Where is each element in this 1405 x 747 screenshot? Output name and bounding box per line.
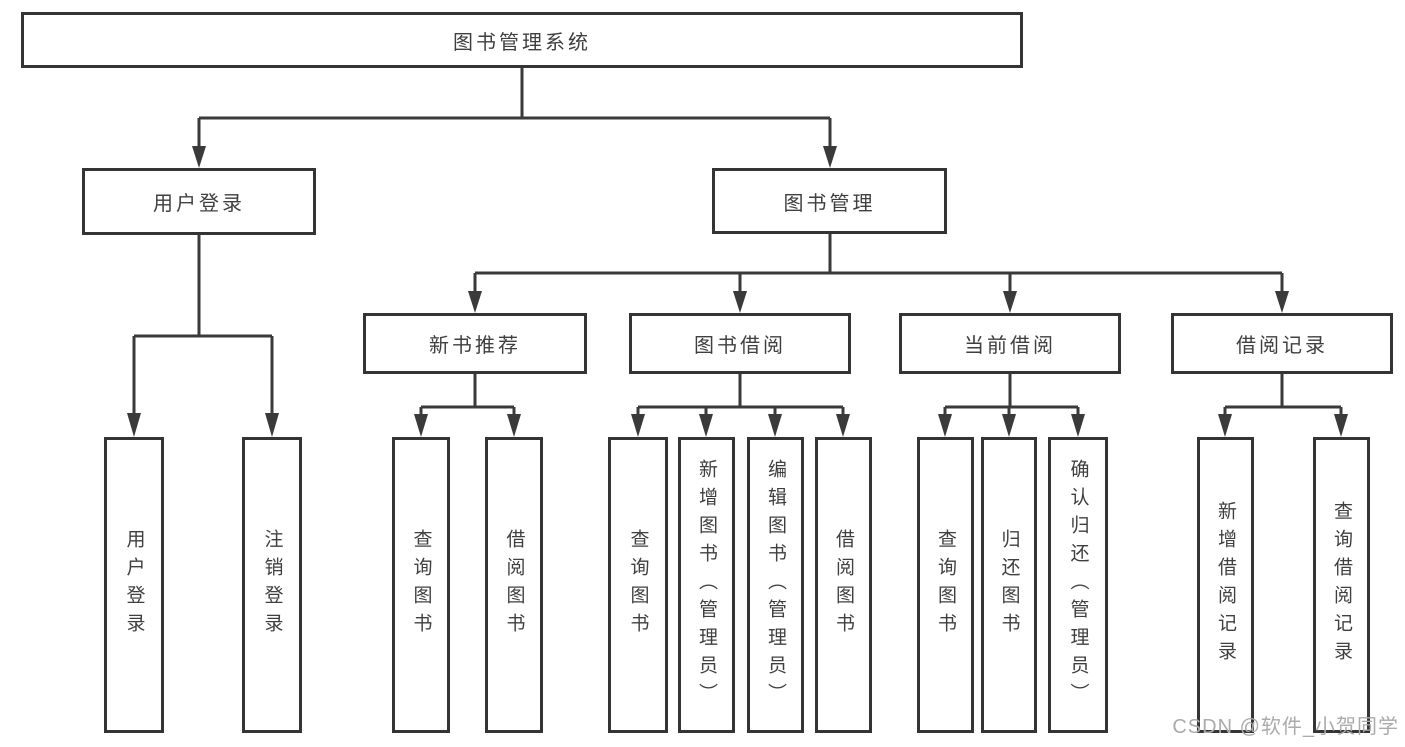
leaf-confirm-return-admin: 确认归还（管理员） — [1048, 437, 1108, 733]
node-label: 查询图书 — [410, 529, 432, 641]
node-label: 借阅记录 — [1236, 335, 1328, 357]
node-label: 当前借阅 — [964, 335, 1056, 357]
node-library-management-system: 图书管理系统 — [21, 12, 1023, 68]
leaf-borrow-book-recommend: 借阅图书 — [485, 437, 543, 733]
node-new-book-recommend: 新书推荐 — [363, 313, 587, 374]
leaf-logout: 注销登录 — [242, 437, 302, 733]
leaf-user-login: 用户登录 — [104, 437, 164, 733]
node-label: 用户登录 — [123, 529, 145, 641]
node-label: 确认归还（管理员） — [1067, 459, 1089, 711]
node-label: 图书管理系统 — [453, 31, 591, 54]
node-label: 查询图书 — [627, 529, 649, 641]
node-label: 借阅图书 — [833, 529, 854, 641]
leaf-query-borrow-record: 查询借阅记录 — [1313, 437, 1370, 733]
node-label: 图书借阅 — [694, 335, 786, 357]
node-user-login: 用户登录 — [82, 168, 316, 235]
node-label: 图书管理 — [783, 192, 876, 215]
leaf-return-book: 归还图书 — [981, 437, 1037, 733]
csdn-watermark: CSDN @软件_小贺同学 — [1172, 716, 1399, 738]
leaf-query-book-current: 查询图书 — [917, 437, 974, 733]
node-label: 借阅图书 — [503, 529, 525, 641]
leaf-query-book-borrow: 查询图书 — [608, 437, 668, 733]
node-label: 新增借阅记录 — [1215, 501, 1236, 669]
node-label: 注销登录 — [261, 529, 283, 641]
leaf-edit-book-admin: 编辑图书（管理员） — [747, 437, 804, 733]
node-label: 归还图书 — [998, 529, 1020, 641]
node-current-borrow: 当前借阅 — [899, 313, 1121, 374]
node-book-management: 图书管理 — [712, 168, 947, 234]
leaf-add-borrow-record: 新增借阅记录 — [1197, 437, 1254, 733]
node-label: 新增图书（管理员） — [696, 459, 717, 711]
leaf-add-book-admin: 新增图书（管理员） — [678, 437, 735, 733]
node-label: 查询借阅记录 — [1331, 501, 1352, 669]
node-label: 新书推荐 — [429, 335, 521, 357]
leaf-borrow-book: 借阅图书 — [815, 437, 872, 733]
node-label: 编辑图书（管理员） — [765, 459, 786, 711]
node-book-borrow: 图书借阅 — [629, 313, 851, 374]
node-label: 用户登录 — [153, 193, 245, 215]
node-label: 查询图书 — [935, 529, 956, 641]
node-borrow-record: 借阅记录 — [1171, 313, 1393, 374]
leaf-query-book-recommend: 查询图书 — [392, 437, 450, 733]
